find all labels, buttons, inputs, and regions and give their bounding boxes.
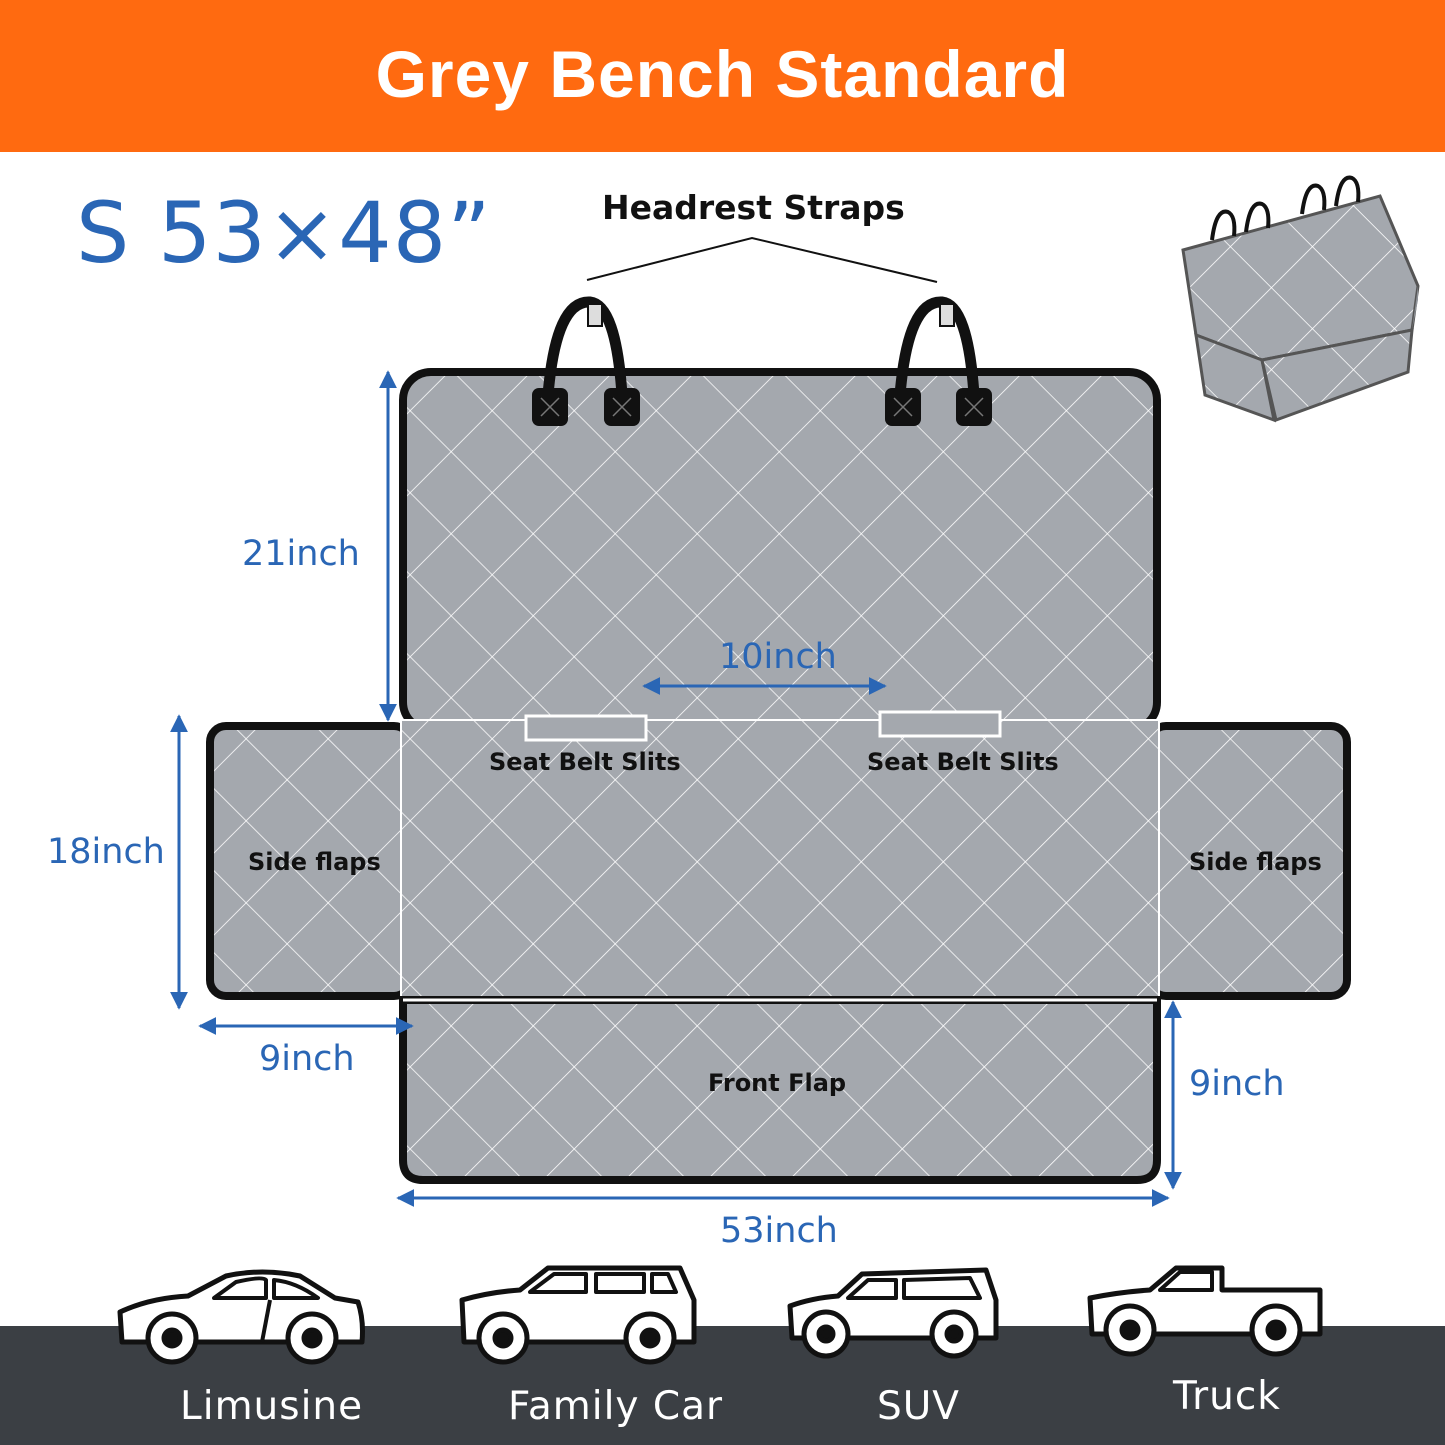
- headrest-strap-right: [885, 296, 992, 426]
- seat-belt-slit-left: [524, 714, 648, 742]
- seat-belt-slits-right-label: Seat Belt Slits: [867, 748, 1059, 776]
- vehicle-label-family-car: Family Car: [508, 1384, 724, 1429]
- product-thumbnail: [1181, 175, 1420, 423]
- seat-belt-slit-right: [878, 710, 1002, 738]
- seat-belt-slits-left-label: Seat Belt Slits: [489, 748, 681, 776]
- suv-icon: [787, 1267, 999, 1359]
- back-height-label: 21inch: [242, 534, 360, 574]
- vehicle-footer: [0, 1326, 1445, 1445]
- slit-gap-label: 10inch: [719, 637, 837, 677]
- front-flap-height-label: 9inch: [1189, 1064, 1285, 1104]
- headrest-straps-label: Headrest Straps: [602, 188, 905, 227]
- side-flaps-left-label: Side flaps: [248, 848, 381, 876]
- title-banner: Grey Bench Standard: [0, 0, 1445, 152]
- vehicle-label-suv: SUV: [877, 1384, 960, 1429]
- pickup-truck-icon: [1087, 1265, 1323, 1357]
- total-width-label: 53inch: [720, 1211, 838, 1251]
- front-flap: [399, 996, 1161, 1184]
- headrest-strap-left: [532, 296, 640, 426]
- banner-title: Grey Bench Standard: [375, 37, 1070, 111]
- side-flaps-right-label: Side flaps: [1189, 848, 1322, 876]
- side-flap-width-label: 9inch: [259, 1039, 355, 1079]
- side-flap-height-label: 18inch: [47, 832, 165, 872]
- vehicle-label-truck: Truck: [1173, 1374, 1281, 1419]
- headrest-bracket: [586, 236, 938, 283]
- seat-panel: [400, 719, 1160, 1001]
- vehicle-label-limusine: Limusine: [180, 1384, 364, 1429]
- station-wagon-icon: [459, 1265, 697, 1365]
- size-label: S 53×48”: [76, 184, 492, 282]
- front-flap-label: Front Flap: [708, 1069, 847, 1097]
- sedan-icon: [117, 1269, 365, 1365]
